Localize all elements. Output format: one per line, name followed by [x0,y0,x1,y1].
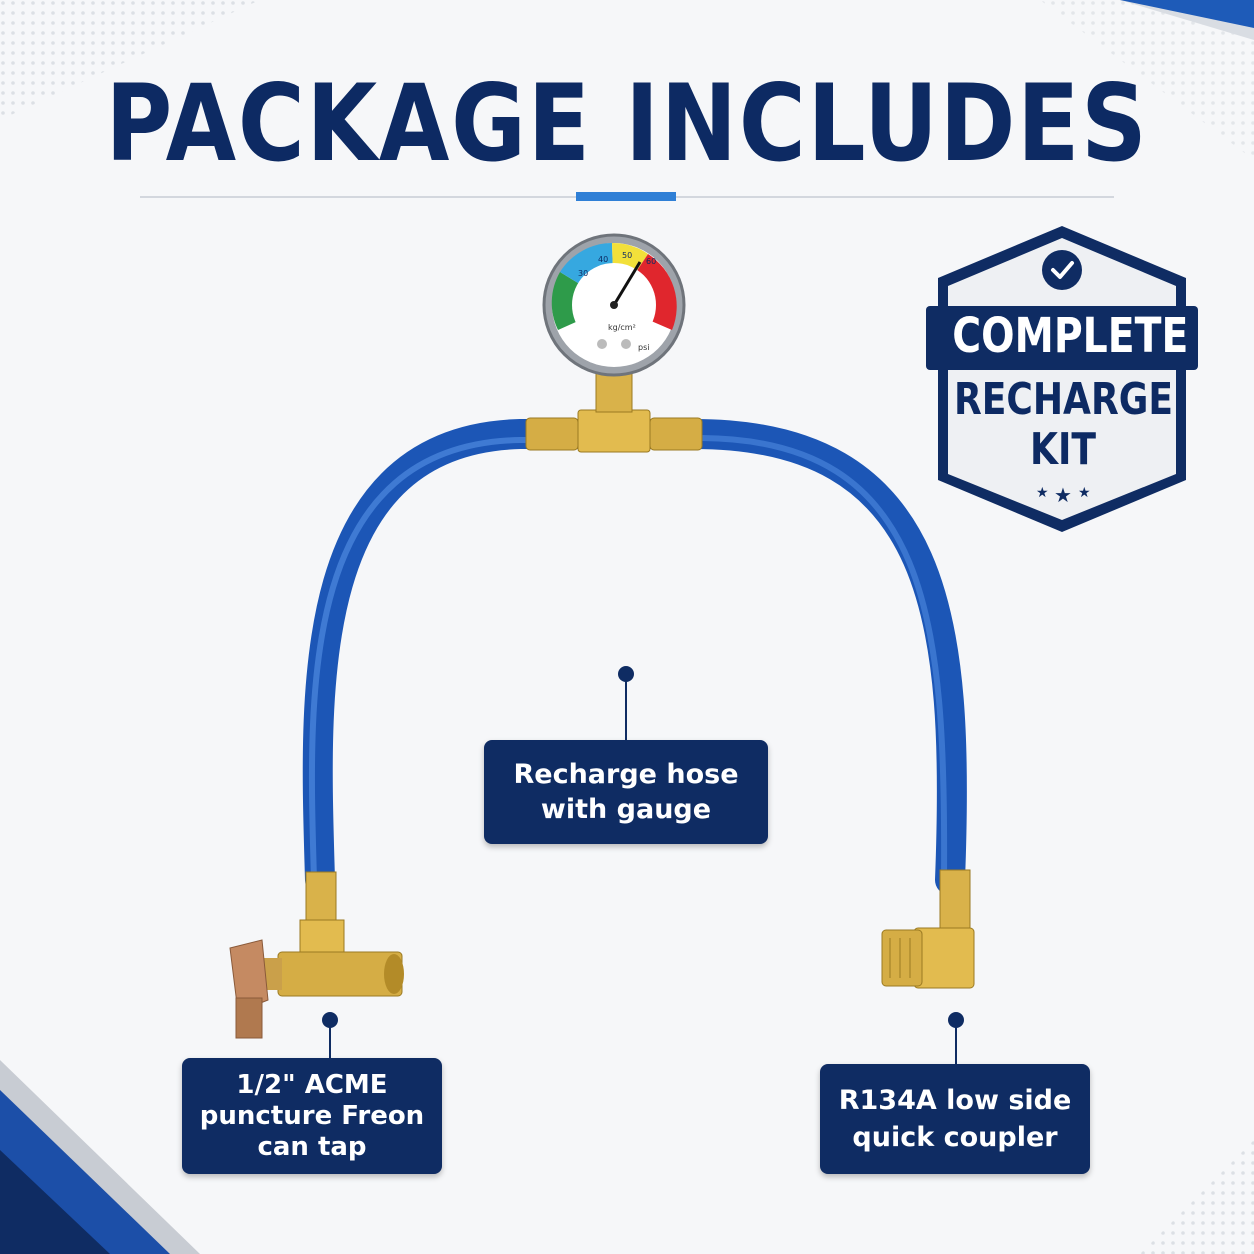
star-icon: ★ [1078,485,1091,501]
dot-pattern-top-left [0,0,260,120]
check-circle-icon [1042,250,1082,290]
can-tap-fitting [229,871,404,1039]
corner-stripe-bottom-left-navy [0,1150,110,1254]
label-recharge-hose-text: Recharge hose with gauge [513,759,739,825]
gauge-unit-psi: psi [638,343,649,352]
label-quick-coupler: R134A low side quick coupler [820,1064,1090,1174]
connector-hose [618,666,634,740]
label-recharge-hose: Recharge hose with gauge [484,740,768,844]
badge-line-complete: COMPLETE [952,308,1189,364]
gauge-scale-30: 30 [578,269,588,278]
dot-pattern-top-right [1040,0,1254,160]
quick-coupler-fitting [881,869,975,989]
star-icon: ★ [1036,485,1049,501]
badge-line-kit: KIT [1029,424,1096,475]
connector-tap [322,1012,338,1058]
title-divider-accent [576,192,676,201]
gauge-scale-40: 40 [598,255,608,264]
badge-line-recharge: RECHARGE [953,374,1174,425]
label-can-tap: 1/2" ACME puncture Freon can tap [182,1058,442,1174]
corner-stripe-blue [1120,0,1254,28]
gauge-scale-50: 50 [622,251,632,260]
gauge-scale-60: 60 [646,257,656,266]
connector-coupler [948,1012,964,1064]
star-icon: ★ [1054,483,1072,507]
label-can-tap-text: 1/2" ACME puncture Freon can tap [199,1069,425,1162]
dot-pattern-bottom-right [1140,1140,1254,1254]
page-title: PACKAGE INCLUDES [105,62,1149,185]
pressure-gauge: kg/cm² psi 30 40 50 60 [542,233,686,377]
gauge-unit-kgcm: kg/cm² [608,323,636,332]
blue-hose-highlight [308,437,693,883]
label-quick-coupler-text: R134A low side quick coupler [838,1085,1072,1153]
